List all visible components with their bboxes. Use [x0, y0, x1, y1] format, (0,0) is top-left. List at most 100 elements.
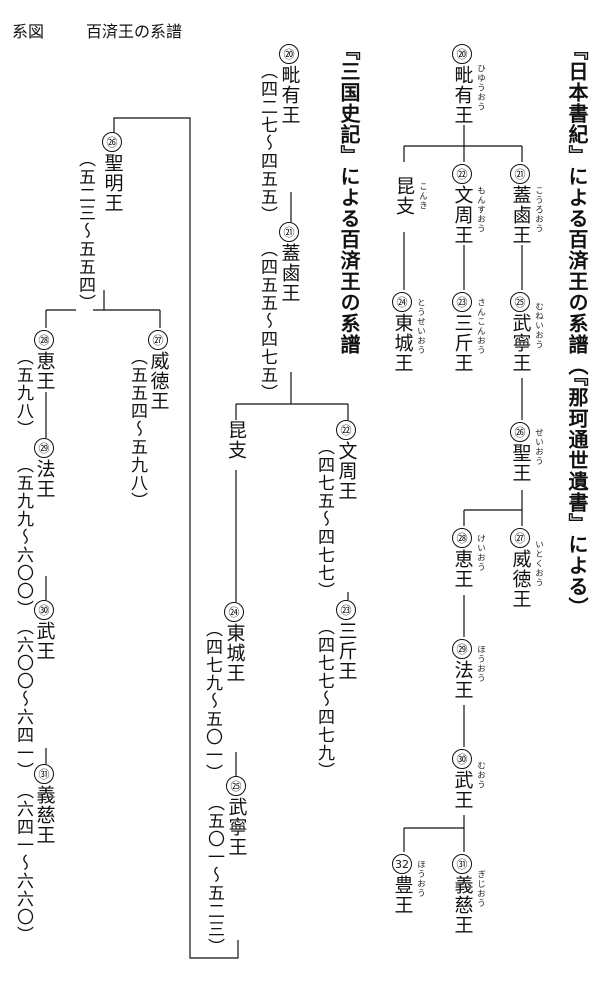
king-number-badge: ㉖ [102, 132, 122, 152]
king-name: 三斤王 [335, 621, 358, 681]
king-number-badge: ㉗ [148, 330, 168, 350]
king-number-badge: ㉚ [34, 600, 54, 620]
figure-title: 百済王の系譜 [86, 22, 183, 41]
samguk-king-beop: ㉙ 法王 [33, 438, 56, 499]
nihon-king-munju: ㉒ 文周王 [451, 164, 474, 245]
reign-years: （四五五〜四七五） [257, 240, 277, 402]
king-number-badge: ㉓ [452, 292, 472, 312]
king-name: 威徳王 [509, 549, 532, 609]
king-number-badge: ㉕ [226, 776, 246, 796]
samguk-king-biyu: ⑳ 毗有王 [279, 44, 301, 125]
nihon-king-muryeong: ㉕ 武寧王 [509, 292, 532, 373]
reign-years: （五五四〜五九八） [127, 348, 147, 510]
king-name: 文周王 [335, 441, 358, 501]
king-number-badge: ㉗ [510, 528, 530, 548]
nihon-king-uija: ㉛ 義慈王 [451, 854, 474, 935]
samguk-king-wideok: ㉗ 威徳王 [147, 330, 170, 411]
reign-years: （四七五〜四七七） [314, 438, 334, 600]
king-number-badge: 32 [392, 854, 412, 874]
king-number-badge: ㉘ [452, 528, 472, 548]
king-number-badge: ㉑ [510, 164, 530, 184]
samguk-kongi: 昆支 [225, 420, 247, 460]
king-name: 武王 [451, 770, 474, 810]
samguk-king-uija: ㉛ 義慈王 [33, 764, 56, 845]
nihon-king-biyu: ⑳ 毗有王 [452, 44, 474, 125]
king-name: 東城王 [391, 313, 414, 373]
reign-years: （四二七〜四五五） [257, 62, 277, 224]
king-number-badge: ㉛ [34, 764, 54, 784]
king-name: 三斤王 [451, 313, 474, 373]
reign-years: （六四一〜六六〇） [13, 782, 33, 944]
king-number-badge: ㉛ [452, 854, 472, 874]
nihon-kongi: 昆支 [393, 176, 415, 216]
king-reading: とうせいおう [415, 298, 426, 355]
reign-years: （六〇〇〜六四一） [13, 618, 33, 780]
king-number-badge: ㉙ [452, 639, 472, 659]
king-name: 聖明王 [101, 153, 124, 213]
king-number-badge: ㉘ [34, 330, 54, 350]
reign-years: （五九八） [13, 348, 33, 438]
king-name: 義慈王 [33, 785, 56, 845]
king-reading: もんすおう [475, 186, 486, 234]
nihon-king-dongseong: ㉔ 東城王 [391, 292, 414, 373]
king-reading: こうろおう [533, 186, 544, 234]
king-name: 威徳王 [147, 351, 170, 411]
king-name: 武寧王 [225, 797, 248, 857]
king-reading: むおう [475, 761, 486, 790]
king-name: 恵王 [33, 351, 56, 391]
samguk-king-hye: ㉘ 恵王 [33, 330, 56, 391]
king-reading: ひゆうおう [475, 64, 486, 112]
king-reading: むねいおう [533, 302, 544, 350]
reign-years: （五〇一〜五二三） [204, 794, 224, 956]
figure-label: 系図 [12, 22, 45, 41]
king-number-badge: ㉑ [279, 222, 299, 242]
reign-years: （五九九〜六〇〇） [13, 456, 33, 618]
king-name: 義慈王 [451, 875, 474, 935]
king-reading: ぎじおう [475, 870, 486, 908]
king-number-badge: ㉔ [392, 292, 412, 312]
king-name: 蓋鹵王 [509, 185, 532, 245]
king-name: 法王 [451, 660, 474, 700]
king-name: 豊王 [391, 875, 414, 915]
king-number-badge: ⑳ [452, 44, 472, 64]
samguk-king-dongseong: ㉔ 東城王 [223, 602, 246, 683]
samguk-sagi-title: 『三国史記』による百済王の系譜 [337, 40, 361, 355]
king-reading: けいおう [475, 534, 486, 572]
nihon-king-beop: ㉙ 法王 [451, 639, 474, 700]
king-number-badge: ㉚ [452, 749, 472, 769]
king-reading: ほうおう [475, 645, 486, 683]
reign-years: （五二三〜五五四） [75, 150, 95, 312]
king-number-badge: ㉒ [452, 164, 472, 184]
reign-years: （四七七〜四七九） [314, 618, 334, 780]
king-number-badge: ㉙ [34, 438, 54, 458]
nihon-king-seong: ㉖ 聖王 [509, 422, 532, 483]
king-name: 恵王 [451, 549, 474, 589]
king-number-badge: ㉖ [510, 422, 530, 442]
samguk-king-seongmyeong: ㉖ 聖明王 [101, 132, 124, 213]
king-reading: いとくおう [533, 540, 544, 588]
samguk-king-samgeun: ㉓ 三斤王 [335, 600, 358, 681]
nihon-king-mu: ㉚ 武王 [451, 749, 474, 810]
king-reading: さんこんおう [475, 298, 486, 355]
king-name: 東城王 [223, 623, 246, 683]
king-name: 法王 [33, 459, 56, 499]
samguk-king-mu: ㉚ 武王 [33, 600, 56, 661]
king-number-badge: ㉒ [336, 420, 356, 440]
king-name: 蓋鹵王 [278, 243, 301, 303]
king-number-badge: ⑳ [279, 44, 299, 64]
samguk-king-muryeong: ㉕ 武寧王 [225, 776, 248, 857]
reign-years: （四七九〜五〇一） [202, 620, 222, 782]
king-number-badge: ㉓ [336, 600, 356, 620]
nihon-king-samgeun: ㉓ 三斤王 [451, 292, 474, 373]
king-reading: ほうおう [415, 860, 426, 898]
nihon-king-gaero: ㉑ 蓋鹵王 [509, 164, 532, 245]
king-name: 武王 [33, 621, 56, 661]
king-name: 聖王 [509, 443, 532, 483]
nihon-king-hye: ㉘ 恵王 [451, 528, 474, 589]
king-number-badge: ㉕ [510, 292, 530, 312]
king-name: 文周王 [451, 185, 474, 245]
king-name: 武寧王 [509, 313, 532, 373]
nihon-king-pung: 32 豊王 [391, 854, 414, 915]
nihon-king-wideok: ㉗ 威徳王 [509, 528, 532, 609]
